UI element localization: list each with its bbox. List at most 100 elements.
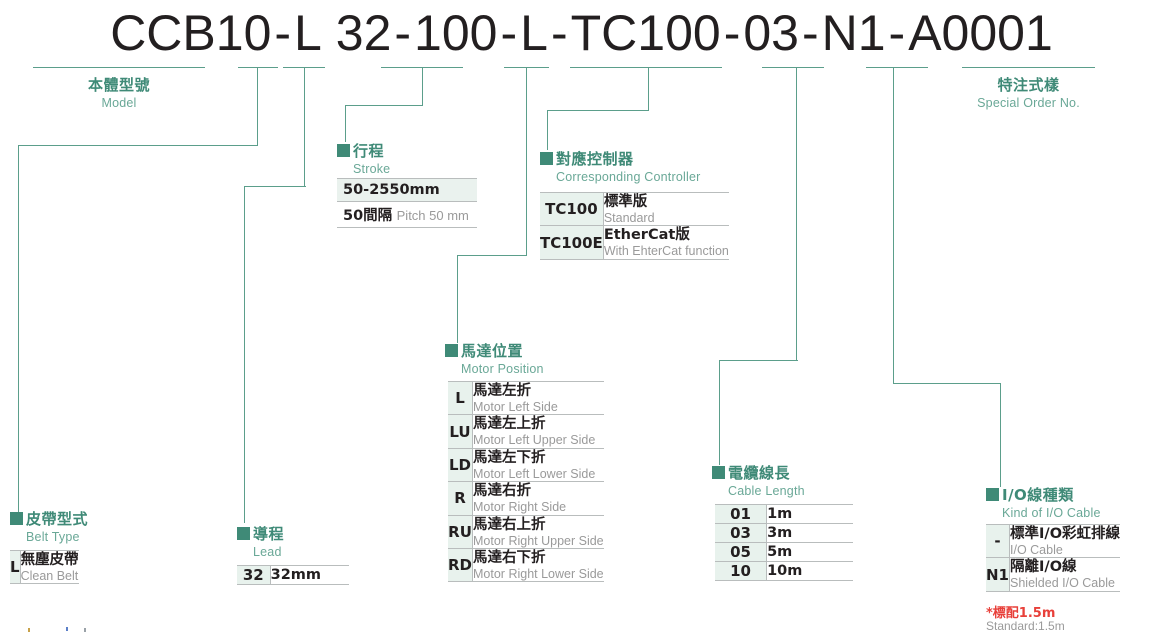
motor-desc-en: Motor Left Lower Side [473, 466, 596, 481]
cable-code: 05 [715, 542, 768, 562]
cable-value-text: 3m [767, 525, 793, 541]
table-row[interactable]: 05 5m [715, 542, 853, 562]
model-code-string: CCB10-L 32-100-L-TC100-03-N1-A0001 [0, 4, 1163, 62]
belt-desc-en: Clean Belt [20, 569, 79, 583]
leader-v-stroke-drop [345, 105, 346, 142]
table-row[interactable]: LU 馬達左上折 Motor Left Upper Side [448, 414, 604, 449]
table-row[interactable]: 50間隔 Pitch 50 mm [337, 201, 477, 228]
motor-code: LU [448, 414, 474, 449]
section-model-cn: 本體型號 [87, 76, 150, 94]
io-desc-cn: 標準I/O彩虹排線 [1010, 526, 1121, 542]
section-lead-en: Lead [253, 545, 282, 559]
section-io-cable-cn: I/O線種類 [1002, 486, 1074, 504]
io-desc-cn: 隔離I/O線 [1010, 559, 1077, 576]
table-row[interactable]: TC100 標準版 Standard [540, 191, 729, 227]
section-motor-position: 馬達位置 Motor Position [445, 340, 544, 376]
leader-v-model [257, 67, 258, 145]
section-cable-length: 電纜線長 Cable Length [712, 462, 805, 498]
leader-bar-controller [570, 67, 722, 68]
table-row[interactable]: 01 1m [715, 504, 853, 524]
cable-code: 10 [715, 561, 768, 581]
code-part-io: N1 [821, 5, 886, 61]
leader-h-ctrl [547, 110, 649, 111]
section-special-order-en: Special Order No. [977, 96, 1080, 110]
bullet-square-icon [445, 344, 458, 357]
leader-v-belt-drop [18, 145, 19, 517]
edge-mark [66, 627, 68, 631]
leader-h-motor [457, 255, 527, 256]
leader-h-stroke [345, 105, 423, 106]
io-code: - [986, 523, 1010, 559]
table-row[interactable]: TC100E EtherCat版 With EhterCat function [540, 225, 729, 260]
belt-type-table: L 無塵皮帶 Clean Belt [10, 549, 79, 585]
table-row[interactable]: 10 10m [715, 561, 853, 581]
code-part-special: A0001 [908, 5, 1053, 61]
motor-desc: 馬達左折 Motor Left Side [472, 380, 604, 416]
edge-mark [84, 628, 86, 632]
leader-v-ctrl-drop [547, 110, 548, 150]
section-belt-type-cn: 皮帶型式 [26, 510, 89, 528]
belt-desc: 無塵皮帶 Clean Belt [20, 549, 79, 585]
stroke-pitch-cell: 50間隔 Pitch 50 mm [337, 201, 477, 228]
controller-desc-cn: 標準版 [603, 194, 648, 210]
motor-desc-en: Motor Right Lower Side [473, 566, 604, 581]
section-controller-en: Corresponding Controller [556, 170, 701, 184]
leader-v-lead-top [304, 67, 305, 186]
table-row[interactable]: 50-2550mm [337, 178, 477, 202]
controller-desc-cn: EtherCat版 [603, 227, 690, 244]
lead-value: 32mm [270, 565, 349, 585]
motor-position-table: L 馬達左折 Motor Left Side LU 馬達左上折 Motor Le… [448, 380, 604, 583]
section-motor-position-en: Motor Position [461, 362, 544, 376]
cable-value-text: 5m [767, 544, 793, 560]
code-dash-7: - [888, 5, 906, 61]
controller-desc: 標準版 Standard [603, 191, 729, 227]
controller-desc-en: With EhterCat function [603, 244, 729, 259]
leader-v-cable-top [796, 67, 797, 360]
cable-code: 01 [715, 504, 768, 524]
io-desc-en: I/O Cable [1010, 543, 1063, 557]
io-desc: 標準I/O彩虹排線 I/O Cable [1009, 523, 1121, 559]
table-row[interactable]: L 無塵皮帶 Clean Belt [10, 549, 79, 585]
bullet-square-icon [237, 527, 250, 540]
section-lead-cn: 導程 [253, 525, 285, 543]
table-row[interactable]: RD 馬達右下折 Motor Right Lower Side [448, 547, 604, 583]
table-row[interactable]: 32 32mm [237, 565, 349, 585]
controller-code: TC100E [540, 225, 604, 260]
leader-v-io-drop [1000, 383, 1001, 487]
cable-value: 5m [766, 542, 853, 562]
leader-v-motor-drop [457, 255, 458, 343]
bullet-square-icon [712, 466, 725, 479]
section-io-cable-en: Kind of I/O Cable [1002, 506, 1101, 520]
section-stroke: 行程 Stroke [337, 140, 390, 176]
motor-desc-cn: 馬達右下折 [473, 549, 546, 566]
section-io-cable: I/O線種類 Kind of I/O Cable [986, 484, 1101, 520]
table-row[interactable]: 03 3m [715, 523, 853, 543]
table-row[interactable]: L 馬達左折 Motor Left Side [448, 380, 604, 416]
bullet-square-icon [540, 152, 553, 165]
controller-desc: EtherCat版 With EhterCat function [603, 225, 729, 260]
lead-table: 32 32mm [237, 565, 349, 585]
io-cable-table: - 標準I/O彩虹排線 I/O Cable N1 隔離I/O線 Shielded… [986, 523, 1121, 592]
section-cable-length-en: Cable Length [728, 484, 805, 498]
io-note-standard-red: *標配1.5m [986, 606, 1056, 621]
cable-value-text: 1m [767, 506, 793, 522]
table-row[interactable]: R 馬達右折 Motor Right Side [448, 481, 604, 516]
code-part-model: CCB10 [110, 5, 272, 61]
table-row[interactable]: LD 馬達左下折 Motor Left Lower Side [448, 447, 604, 483]
section-motor-position-cn: 馬達位置 [461, 342, 524, 360]
leader-v-ctrl-top [648, 67, 649, 110]
table-row[interactable]: - 標準I/O彩虹排線 I/O Cable [986, 523, 1121, 559]
section-model-en: Model [101, 96, 137, 110]
leader-h-io [893, 383, 1001, 384]
stroke-range-cell: 50-2550mm [337, 178, 477, 202]
table-row[interactable]: RU 馬達右上折 Motor Right Upper Side [448, 514, 604, 549]
motor-code: L [448, 380, 474, 416]
edge-mark [28, 628, 30, 632]
table-row[interactable]: N1 隔離I/O線 Shielded I/O Cable [986, 557, 1121, 592]
cable-value-text: 10m [767, 563, 803, 579]
stroke-table: 50-2550mm 50間隔 Pitch 50 mm [337, 178, 477, 228]
motor-code: R [448, 481, 474, 516]
code-dash-5: - [723, 5, 741, 61]
cable-code: 03 [715, 523, 768, 543]
bullet-square-icon [10, 512, 23, 525]
